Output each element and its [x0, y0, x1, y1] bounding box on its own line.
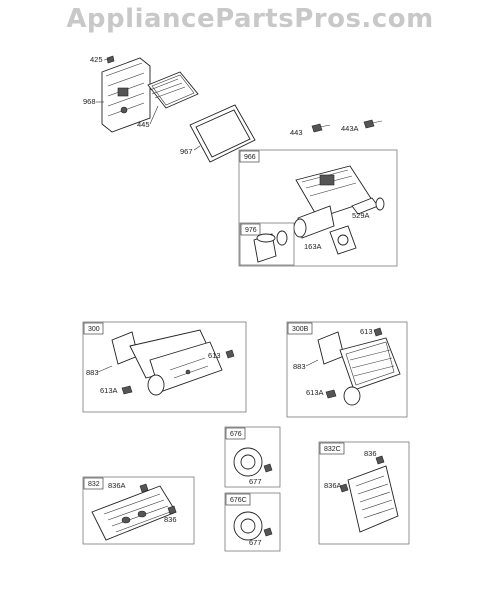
label-836-b: 836 [364, 449, 377, 458]
screw-443a-part[interactable] [363, 119, 383, 129]
muffler-300b-part[interactable] [317, 331, 401, 406]
air-cleaner-base-part[interactable] [101, 57, 151, 133]
label-163a: 163A [304, 242, 322, 251]
box-label-966: 966 [244, 154, 256, 161]
label-529a: 529A [352, 211, 370, 220]
screw-613a-b-part[interactable] [325, 389, 337, 399]
screw-425-part[interactable] [106, 55, 115, 64]
label-443: 443 [290, 128, 303, 137]
box-label-832: 832 [88, 481, 100, 488]
box-label-832c: 832C [324, 446, 341, 453]
gasket-163a-part[interactable] [329, 225, 357, 255]
breather-tube-529a-part[interactable] [351, 197, 385, 215]
box-label-300: 300 [88, 326, 100, 333]
group-box-676 [224, 426, 281, 488]
box-label-676c: 676C [230, 497, 247, 504]
air-filter-445-part[interactable] [147, 71, 199, 109]
label-677-b: 677 [249, 538, 262, 547]
label-613: 613 [208, 351, 221, 360]
label-968: 968 [83, 97, 96, 106]
label-677: 677 [249, 477, 262, 486]
screw-836a-part[interactable] [139, 483, 149, 493]
screw-836a-b-part[interactable] [339, 483, 349, 493]
adapter-976-part[interactable] [253, 230, 288, 263]
screw-613a-part[interactable] [121, 385, 133, 395]
group-box-676c [224, 492, 281, 552]
air-cleaner-base-966-part[interactable] [293, 165, 373, 239]
box-label-300b: 300B [292, 326, 309, 333]
pre-filter-967-part[interactable] [189, 104, 256, 163]
label-836a: 836A [108, 481, 126, 490]
deflector-676-part[interactable] [233, 447, 263, 477]
box-label-676: 676 [230, 431, 242, 438]
group-box-976 [239, 222, 295, 266]
screw-677-b-part[interactable] [263, 527, 273, 537]
screw-677-part[interactable] [263, 463, 273, 473]
label-613a-b: 613A [306, 388, 324, 397]
watermark-logo: AppliancePartsPros.com [66, 4, 434, 34]
group-box-832c [318, 441, 410, 545]
deflector-676c-part[interactable] [233, 511, 263, 541]
label-967: 967 [180, 147, 193, 156]
screw-443-part[interactable] [311, 123, 331, 133]
label-836: 836 [164, 515, 177, 524]
label-425: 425 [90, 55, 103, 64]
muffler-guard-832c-part[interactable] [347, 465, 399, 533]
screw-836-b-part[interactable] [375, 455, 385, 465]
box-label-976: 976 [245, 227, 257, 234]
label-613a: 613A [100, 386, 118, 395]
screw-613-part[interactable] [225, 349, 235, 359]
group-box-300 [82, 321, 247, 413]
label-836a-b: 836A [324, 481, 342, 490]
label-443a: 443A [341, 124, 359, 133]
muffler-guard-832-part[interactable] [91, 485, 177, 541]
group-box-300b [286, 321, 408, 418]
group-box-832 [82, 476, 195, 545]
label-445: 445 [137, 120, 150, 129]
label-883: 883 [86, 368, 99, 377]
label-883-b: 883 [293, 362, 306, 371]
screw-613-b-part[interactable] [373, 327, 383, 337]
label-613-b: 613 [360, 327, 373, 336]
muffler-300-part[interactable] [111, 329, 223, 396]
screw-836-part[interactable] [167, 505, 177, 515]
group-box-966 [238, 149, 398, 267]
